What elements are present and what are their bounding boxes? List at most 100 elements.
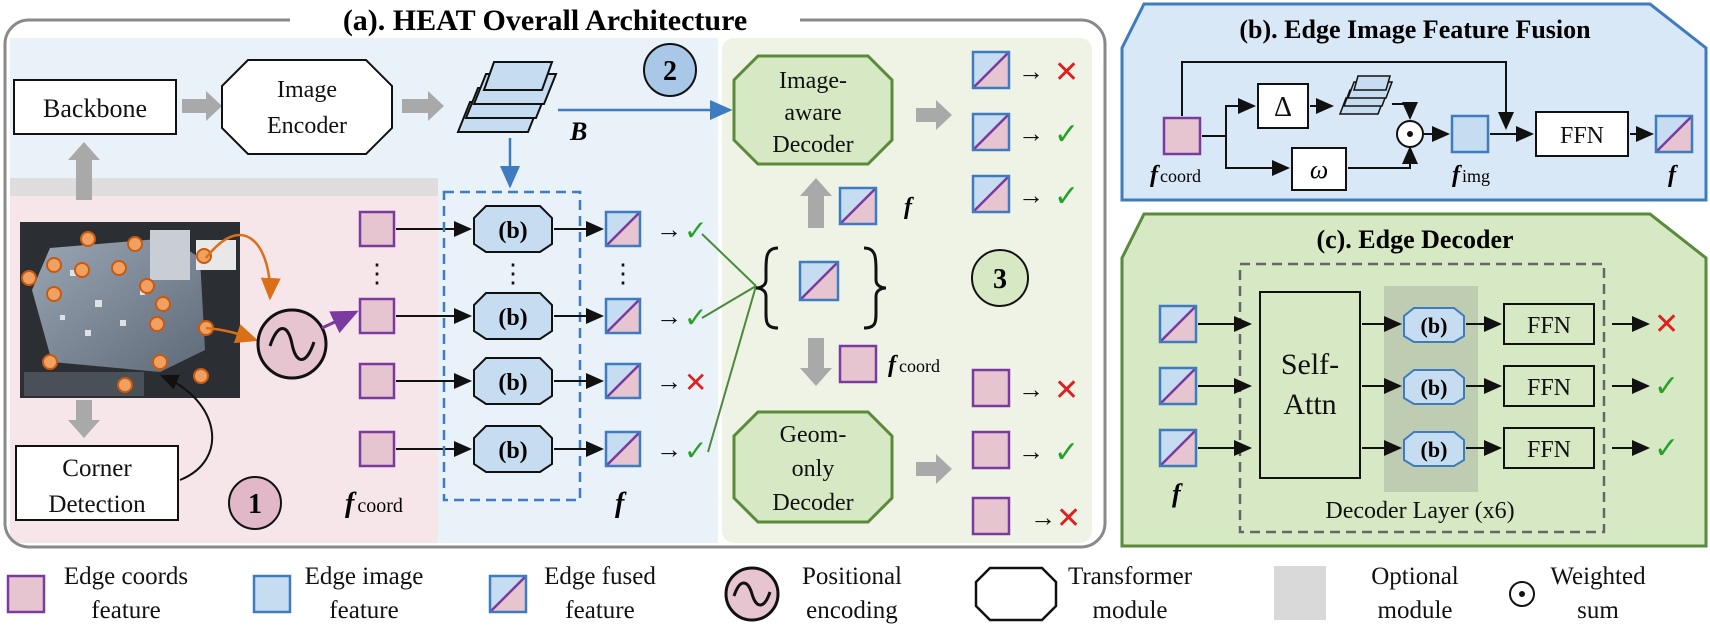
c-ffn-label-2: FFN <box>1527 375 1571 401</box>
legend-transformer-label-2: module <box>1093 597 1168 624</box>
feature-b-label: B <box>569 117 587 146</box>
backbone-box <box>13 79 177 135</box>
b-fused-output <box>1654 114 1694 154</box>
c-self-attn-box <box>1259 291 1361 479</box>
b-omega-to-odot <box>1348 146 1418 169</box>
c-decoder-layer-label: Decoder Layer (x6) <box>1325 498 1514 524</box>
feature-map-stack-icon <box>456 61 558 133</box>
positional-encoding-icon <box>256 308 328 380</box>
legend-weighted-label-2: sum <box>1577 597 1619 624</box>
b-coord-input <box>1162 116 1202 156</box>
coord-feature-column <box>358 210 396 468</box>
b-omega-box <box>1291 147 1347 191</box>
legend-fused-swatch <box>488 574 528 614</box>
legend-positional-label-2: encoding <box>806 597 898 624</box>
c-ffn-boxes <box>1503 303 1595 469</box>
image-aware-decoder-module <box>732 54 894 166</box>
fusion-group-dashed-box <box>442 190 582 502</box>
check-icon: ✓ <box>1654 370 1679 403</box>
stage-1-marker <box>228 476 282 530</box>
c-input-arrows <box>1198 316 1252 456</box>
image-aware-label-2: aware <box>784 100 841 126</box>
check-icon: ✓ <box>1054 180 1079 213</box>
c-attn-to-fusion-arrows <box>1362 316 1402 456</box>
fused-result-arrows: → → → → <box>656 215 682 464</box>
legend-image-label-1: Edge image <box>305 563 424 590</box>
image-aware-outputs <box>971 50 1011 214</box>
svg-text:→: → <box>1018 119 1044 148</box>
legend-coord-swatch <box>6 574 46 614</box>
legend-transformer-label-1: Transformer <box>1068 563 1193 590</box>
stage-1-label: 1 <box>248 489 262 520</box>
coord-dots: ⋮ <box>364 259 390 288</box>
grey-arrow-geom-out <box>916 454 952 484</box>
fusion-label-4: (b) <box>498 438 527 464</box>
fusion-blocks <box>473 205 553 473</box>
c-self-attn-label-2: Attn <box>1283 388 1336 421</box>
orange-arrow-bottom <box>205 324 259 344</box>
stage-3-marker <box>971 249 1029 307</box>
image-encoder-label-1: Image <box>277 77 337 103</box>
grey-arrow-image-to-corner <box>68 400 100 438</box>
orange-arrow-top <box>205 233 281 301</box>
c-ffn-label-1: FFN <box>1527 313 1571 339</box>
b-f-label: f <box>1668 162 1678 188</box>
c-fusion-blocks <box>1403 307 1465 467</box>
legend-positional-label-1: Positional <box>802 563 902 590</box>
geom-only-outputs <box>971 368 1011 536</box>
right-brace <box>863 246 887 330</box>
purple-arrow-pe-to-coord <box>321 310 359 334</box>
legend-transformer-swatch <box>974 566 1058 622</box>
check-icon: ✓ <box>684 216 707 247</box>
legend-optional-label-2: module <box>1378 597 1453 624</box>
legend-image-label-2: feature <box>329 597 398 624</box>
legend: Edge coords feature Edge image feature E… <box>6 563 1646 624</box>
svg-text:→: → <box>1018 375 1044 404</box>
up-fused-feature <box>838 186 878 226</box>
image-encoder-module <box>221 59 393 155</box>
stage-2-label: 2 <box>663 56 677 87</box>
legend-fused-label-1: Edge fused <box>544 563 656 590</box>
panel-c-title: (c). Edge Decoder <box>1316 225 1513 254</box>
image-aware-label-1: Image- <box>779 68 847 94</box>
b-map-to-odot <box>1392 102 1418 120</box>
arrow-corner-to-image <box>160 374 214 481</box>
cross-icon: ✕ <box>1654 308 1679 341</box>
brace-fused-feature <box>798 260 840 302</box>
check-icon: ✓ <box>684 436 707 467</box>
fused-feature-column <box>604 210 642 468</box>
cross-icon: ✕ <box>1054 56 1079 89</box>
fusion-label-2: (b) <box>498 305 527 331</box>
image-encoder-label-2: Encoder <box>267 113 347 139</box>
b-omega-label: ω <box>1310 155 1328 184</box>
b-branch-delta <box>1202 98 1256 137</box>
panel-b-title: (b). Edge Image Feature Fusion <box>1239 15 1591 44</box>
grey-arrow-image-aware-out <box>916 100 952 130</box>
panel-a: (a). HEAT Overall Architecture Backbone … <box>3 4 1107 549</box>
b-image-feature <box>1450 114 1490 154</box>
legend-coord-label-1: Edge coords <box>64 563 188 590</box>
stage-2-marker <box>643 43 697 97</box>
check-icon: ✓ <box>684 303 707 334</box>
image-aware-output-arrows: → → → <box>1018 57 1044 210</box>
legend-coord-label-2: feature <box>91 597 160 624</box>
cross-icon: ✕ <box>1054 374 1079 407</box>
grey-arrow-image-to-backbone <box>68 142 100 200</box>
c-fusion-label-3: (b) <box>1421 437 1448 462</box>
svg-text:→: → <box>656 367 682 396</box>
detected-corners <box>21 231 214 393</box>
svg-text:→: → <box>656 302 682 331</box>
b-ffn-box <box>1535 111 1629 157</box>
c-ffn-label-3: FFN <box>1527 437 1571 463</box>
legend-optional-label-1: Optional <box>1371 563 1459 590</box>
c-fusion-to-ffn-arrows <box>1466 316 1502 456</box>
convergence-lines <box>701 233 757 453</box>
c-self-attn-label-1: Self- <box>1281 348 1339 381</box>
panel-a-title: (a). HEAT Overall Architecture <box>343 4 747 37</box>
grey-arrow-up-to-image-aware <box>800 178 832 228</box>
optional-backbone-band <box>10 178 438 196</box>
